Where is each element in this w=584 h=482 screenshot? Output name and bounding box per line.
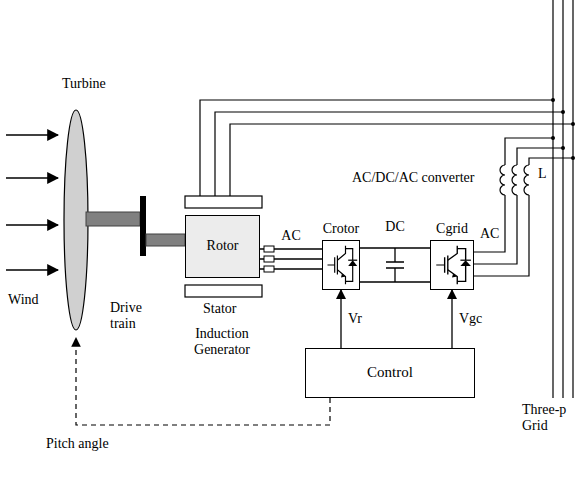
svg-part — [561, 110, 565, 114]
svg-part — [6, 134, 58, 136]
node-text: Cgrid — [436, 221, 468, 237]
wind-arrows — [6, 135, 58, 270]
svg-part — [517, 148, 563, 165]
inductor-coils — [500, 165, 529, 195]
stator-bar — [185, 285, 262, 297]
rotor-box: Rotor — [185, 215, 260, 278]
svg-part — [572, 0, 573, 398]
svg-part — [529, 158, 573, 165]
slip-ring — [264, 266, 274, 272]
igbt-arrow — [341, 274, 346, 278]
grid-label: Three-p Grid — [522, 402, 580, 434]
igbt-arrow — [452, 274, 457, 278]
connector — [452, 290, 453, 348]
igbt-stroke — [337, 246, 345, 284]
svg-part — [551, 98, 555, 102]
stator-label: Stator — [203, 301, 236, 317]
diode-symbol — [460, 260, 471, 266]
svg-part — [6, 177, 58, 179]
grid-bus — [553, 0, 573, 398]
igbt-stroke — [436, 255, 448, 274]
diode-symbol — [348, 260, 357, 266]
signal-label: DC — [384, 219, 405, 234]
igbt-stroke — [348, 260, 357, 261]
stator-bar — [185, 196, 262, 208]
wire — [451, 290, 452, 348]
gearbox-plate — [140, 196, 146, 256]
wire — [340, 290, 341, 348]
svg-part — [6, 269, 58, 271]
signal-label: Vgc — [458, 311, 483, 326]
drive-train-label: Drive train — [110, 300, 162, 332]
svg-part — [562, 0, 563, 398]
rotor-converter: Crotor — [322, 240, 360, 290]
slip-ring — [264, 256, 274, 262]
signal-label: Vr — [347, 311, 363, 326]
connector — [360, 248, 430, 282]
node-text: Rotor — [207, 238, 239, 254]
svg-part — [551, 136, 555, 140]
turbine-blade — [64, 110, 88, 330]
turbine-label: Turbine — [62, 76, 106, 92]
svg-part — [524, 165, 529, 195]
svg-part — [512, 165, 517, 195]
wind-label: Wind — [8, 292, 39, 308]
igbt-stroke — [448, 246, 457, 284]
svg-part — [571, 156, 575, 160]
igbt-stroke — [328, 255, 338, 274]
svg-part — [474, 195, 529, 276]
converter-label: AC/DC/AC converter — [352, 170, 474, 186]
pitch-label: Pitch angle — [46, 436, 109, 452]
signal-label: AC — [280, 228, 301, 243]
svg-part — [571, 122, 575, 126]
ac-label: AC — [480, 226, 499, 242]
svg-part — [500, 165, 505, 195]
connector — [260, 246, 322, 272]
connector — [341, 290, 342, 348]
slip-ring — [264, 246, 274, 252]
igbt-stroke — [460, 260, 471, 261]
svg-part — [552, 0, 553, 398]
grid-side-wires — [474, 138, 573, 276]
svg-part — [6, 224, 58, 226]
drive-shaft — [86, 212, 140, 226]
wire — [386, 248, 404, 282]
junction-dots — [551, 98, 575, 160]
svg-part — [561, 146, 565, 150]
control-box: Control — [305, 348, 475, 398]
svg-part — [230, 124, 573, 196]
svg-part — [474, 195, 517, 264]
igbt-symbol — [431, 241, 473, 289]
generator-label: Induction Generator — [176, 326, 268, 358]
node-text: Crotor — [323, 221, 360, 237]
inductor-label: L — [538, 166, 547, 182]
stator-wires — [200, 100, 573, 196]
svg-part — [200, 100, 553, 196]
node-text: Control — [367, 364, 413, 381]
igbt-symbol — [323, 241, 359, 289]
generator-shaft — [146, 234, 185, 246]
svg-part — [474, 195, 505, 252]
grid-converter: Cgrid — [430, 240, 474, 290]
